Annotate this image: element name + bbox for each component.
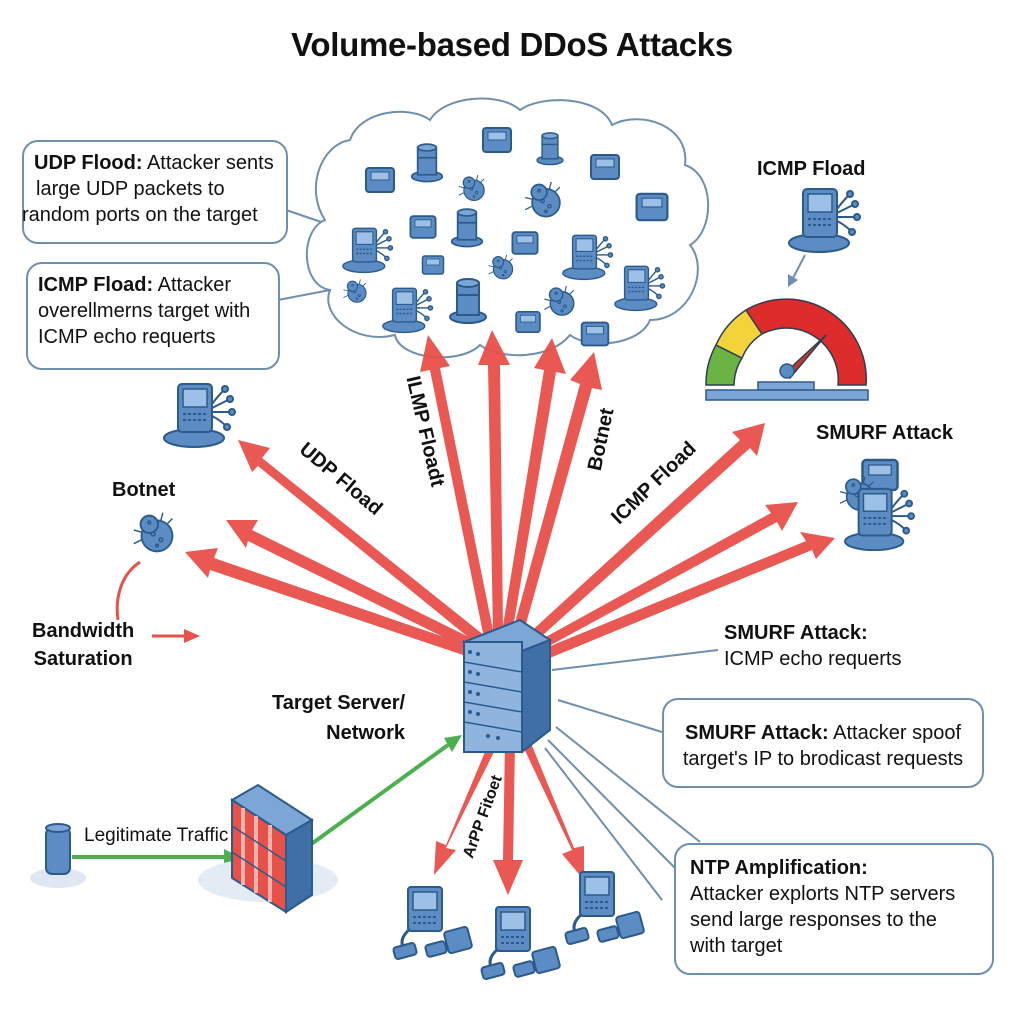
pc-icon-1 bbox=[391, 885, 474, 962]
attack-arrow-udp-top bbox=[238, 440, 490, 650]
smurf-short-text: ICMP echo requerts bbox=[724, 648, 902, 670]
terminal-icon-icmp bbox=[788, 188, 861, 253]
smurf-callout-text2: target's IP to brodicast requests bbox=[682, 748, 964, 770]
smurf-callout-line1: SMURF Attack: Attacker spoof bbox=[674, 720, 972, 746]
botnet-label: Botnet bbox=[112, 479, 176, 501]
udp-callout-line1: UDP Flood: Attacker sents bbox=[34, 150, 276, 176]
legit-traffic-label: Legitimate Traffic bbox=[82, 825, 231, 847]
smurf-long-callout: SMURF Attack: Attacker spoof target's IP… bbox=[662, 698, 984, 788]
attack-arrow-left-mid bbox=[226, 520, 485, 655]
ntp-term: NTP Amplification: bbox=[690, 857, 868, 879]
smurf-attack-icon bbox=[839, 458, 915, 552]
icmp-callout-line1: ICMP Fload: Attacker bbox=[38, 272, 268, 298]
firewall-icon bbox=[198, 783, 338, 914]
attack-arrow-down-3 bbox=[520, 736, 584, 880]
attack-arrow-down-2 bbox=[493, 742, 523, 895]
target-server-label: Target Server/ Network bbox=[272, 688, 405, 748]
botnet-bug-icon bbox=[132, 511, 174, 553]
attack-arrow-right-mid bbox=[533, 502, 798, 652]
bandwidth-arrow-head bbox=[184, 629, 200, 643]
icmp-flood-label: ICMP Fload bbox=[757, 158, 866, 180]
smurf-short-term: SMURF Attack: bbox=[724, 622, 868, 644]
terminal-icon-left bbox=[163, 383, 236, 448]
attack-arrow-right-low bbox=[536, 532, 835, 662]
bandwidth-gauge-icon bbox=[705, 298, 869, 401]
pc-icon-3 bbox=[563, 870, 646, 947]
ntp-amplification-callout: NTP Amplification: Attacker explorts NTP… bbox=[674, 843, 994, 975]
attack-arrows bbox=[185, 330, 835, 895]
attack-arrow-up-3 bbox=[502, 338, 566, 634]
attack-arrow-icmp bbox=[526, 423, 765, 644]
attack-arrow-down-1 bbox=[434, 740, 498, 875]
ntp-text3: with target bbox=[690, 935, 783, 957]
smurf-short-callout: SMURF Attack: ICMP echo requerts bbox=[724, 620, 902, 672]
botnet-curve-line bbox=[115, 560, 141, 621]
icmp-to-gauge-arrow bbox=[791, 254, 806, 281]
icmp-to-gauge-arrow-head bbox=[788, 274, 798, 287]
udp-flood-term: UDP Flood: bbox=[34, 152, 143, 174]
icmp-callout-text1: Attacker bbox=[153, 274, 231, 296]
botnet-cloud-icon bbox=[305, 97, 710, 359]
bandwidth-line2: Saturation bbox=[33, 648, 133, 670]
smurf-attack-label: SMURF Attack bbox=[816, 422, 954, 444]
icmp-callout-text3: ICMP echo requerts bbox=[38, 326, 216, 348]
ntp-text1: Attacker explorts NTP servers bbox=[690, 883, 956, 905]
attack-arrow-left-low bbox=[185, 548, 482, 660]
attack-arrow-up-1 bbox=[420, 335, 494, 638]
firewall-to-server-arrow bbox=[308, 743, 450, 847]
attack-arrow-up-2 bbox=[478, 330, 510, 632]
target-line2: Network bbox=[326, 722, 406, 744]
page-title: Volume-based DDoS Attacks bbox=[291, 26, 733, 63]
target-line1: Target Server/ bbox=[272, 692, 406, 714]
udp-callout-text1: Attacker sents bbox=[142, 152, 274, 174]
server-pointer-lines bbox=[544, 649, 719, 901]
legit-user-icon bbox=[30, 823, 86, 888]
icmp-flood-term: ICMP Fload: bbox=[38, 274, 154, 296]
ntp-text2: send large responses to the bbox=[690, 909, 937, 931]
pc-icon-2 bbox=[479, 905, 562, 982]
icmp-callout-pointer bbox=[277, 289, 331, 301]
bandwidth-line1: Bandwidth bbox=[32, 620, 135, 642]
udp-callout-text2: large UDP packets to bbox=[36, 178, 225, 200]
icmp-callout-text2: overellmerns target with bbox=[38, 300, 251, 322]
attack-arrow-up-4 bbox=[512, 352, 602, 638]
bandwidth-saturation-label: Bandwidth Saturation bbox=[32, 617, 134, 673]
udp-flood-callout: UDP Flood: Attacker sents large UDP pack… bbox=[22, 140, 288, 244]
smurf-callout-text1: Attacker spoof bbox=[828, 722, 961, 744]
icmp-flood-callout: ICMP Fload: Attacker overellmerns target… bbox=[26, 262, 280, 370]
udp-callout-text3: random ports on the target bbox=[22, 204, 258, 226]
firewall-to-server-arrow-head bbox=[444, 735, 462, 752]
target-server-icon bbox=[461, 618, 553, 754]
smurf-long-term: SMURF Attack: bbox=[684, 722, 829, 744]
